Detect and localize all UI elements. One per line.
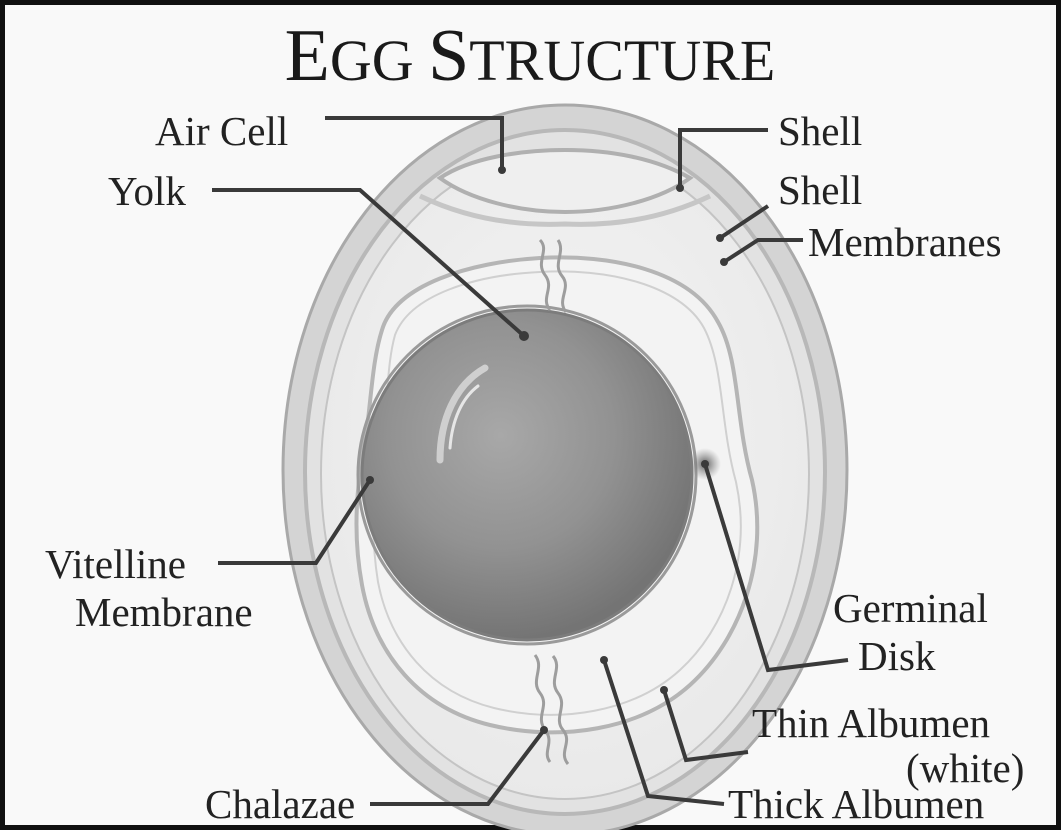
label-vitelline-line2: Membrane xyxy=(75,589,253,635)
title-rest-tructure: TRUCTURE xyxy=(469,28,775,93)
label-germinal-line2: Disk xyxy=(858,633,936,679)
pointer-shell xyxy=(676,184,684,192)
title-rest-gg: GG xyxy=(330,28,414,93)
yolk xyxy=(362,310,692,640)
label-chalazae: Chalazae xyxy=(205,781,355,827)
label-vitelline-line1: Vitelline xyxy=(45,541,186,587)
pointer-chalazae xyxy=(540,726,548,734)
pointer-air-cell xyxy=(498,166,506,174)
pointer-germinal-disk xyxy=(701,460,709,468)
label-yolk: Yolk xyxy=(108,168,186,214)
svg-text:EGG STRUCTURE: EGG STRUCTURE xyxy=(285,15,776,97)
pointer-vitelline xyxy=(366,476,374,484)
title-initial-s: S xyxy=(428,15,469,97)
label-shell-membranes-line2: Membranes xyxy=(808,219,1002,265)
label-shell: Shell xyxy=(778,108,862,154)
title-initial-e: E xyxy=(285,15,330,97)
diagram-title: EGG STRUCTURE xyxy=(285,15,776,97)
label-shell-membranes-line1: Shell xyxy=(778,167,862,213)
label-thick-albumen: Thick Albumen xyxy=(728,781,984,827)
pointer-shell-membranes-b xyxy=(720,258,728,266)
label-thin-albumen-line1: Thin Albumen xyxy=(752,700,990,746)
pointer-shell-membranes-a xyxy=(716,234,724,242)
pointer-yolk xyxy=(519,331,529,341)
pointer-thick-albumen xyxy=(600,656,608,664)
pointer-thin-albumen xyxy=(660,686,668,694)
label-germinal-line1: Germinal xyxy=(833,585,988,631)
label-air-cell: Air Cell xyxy=(155,108,288,154)
